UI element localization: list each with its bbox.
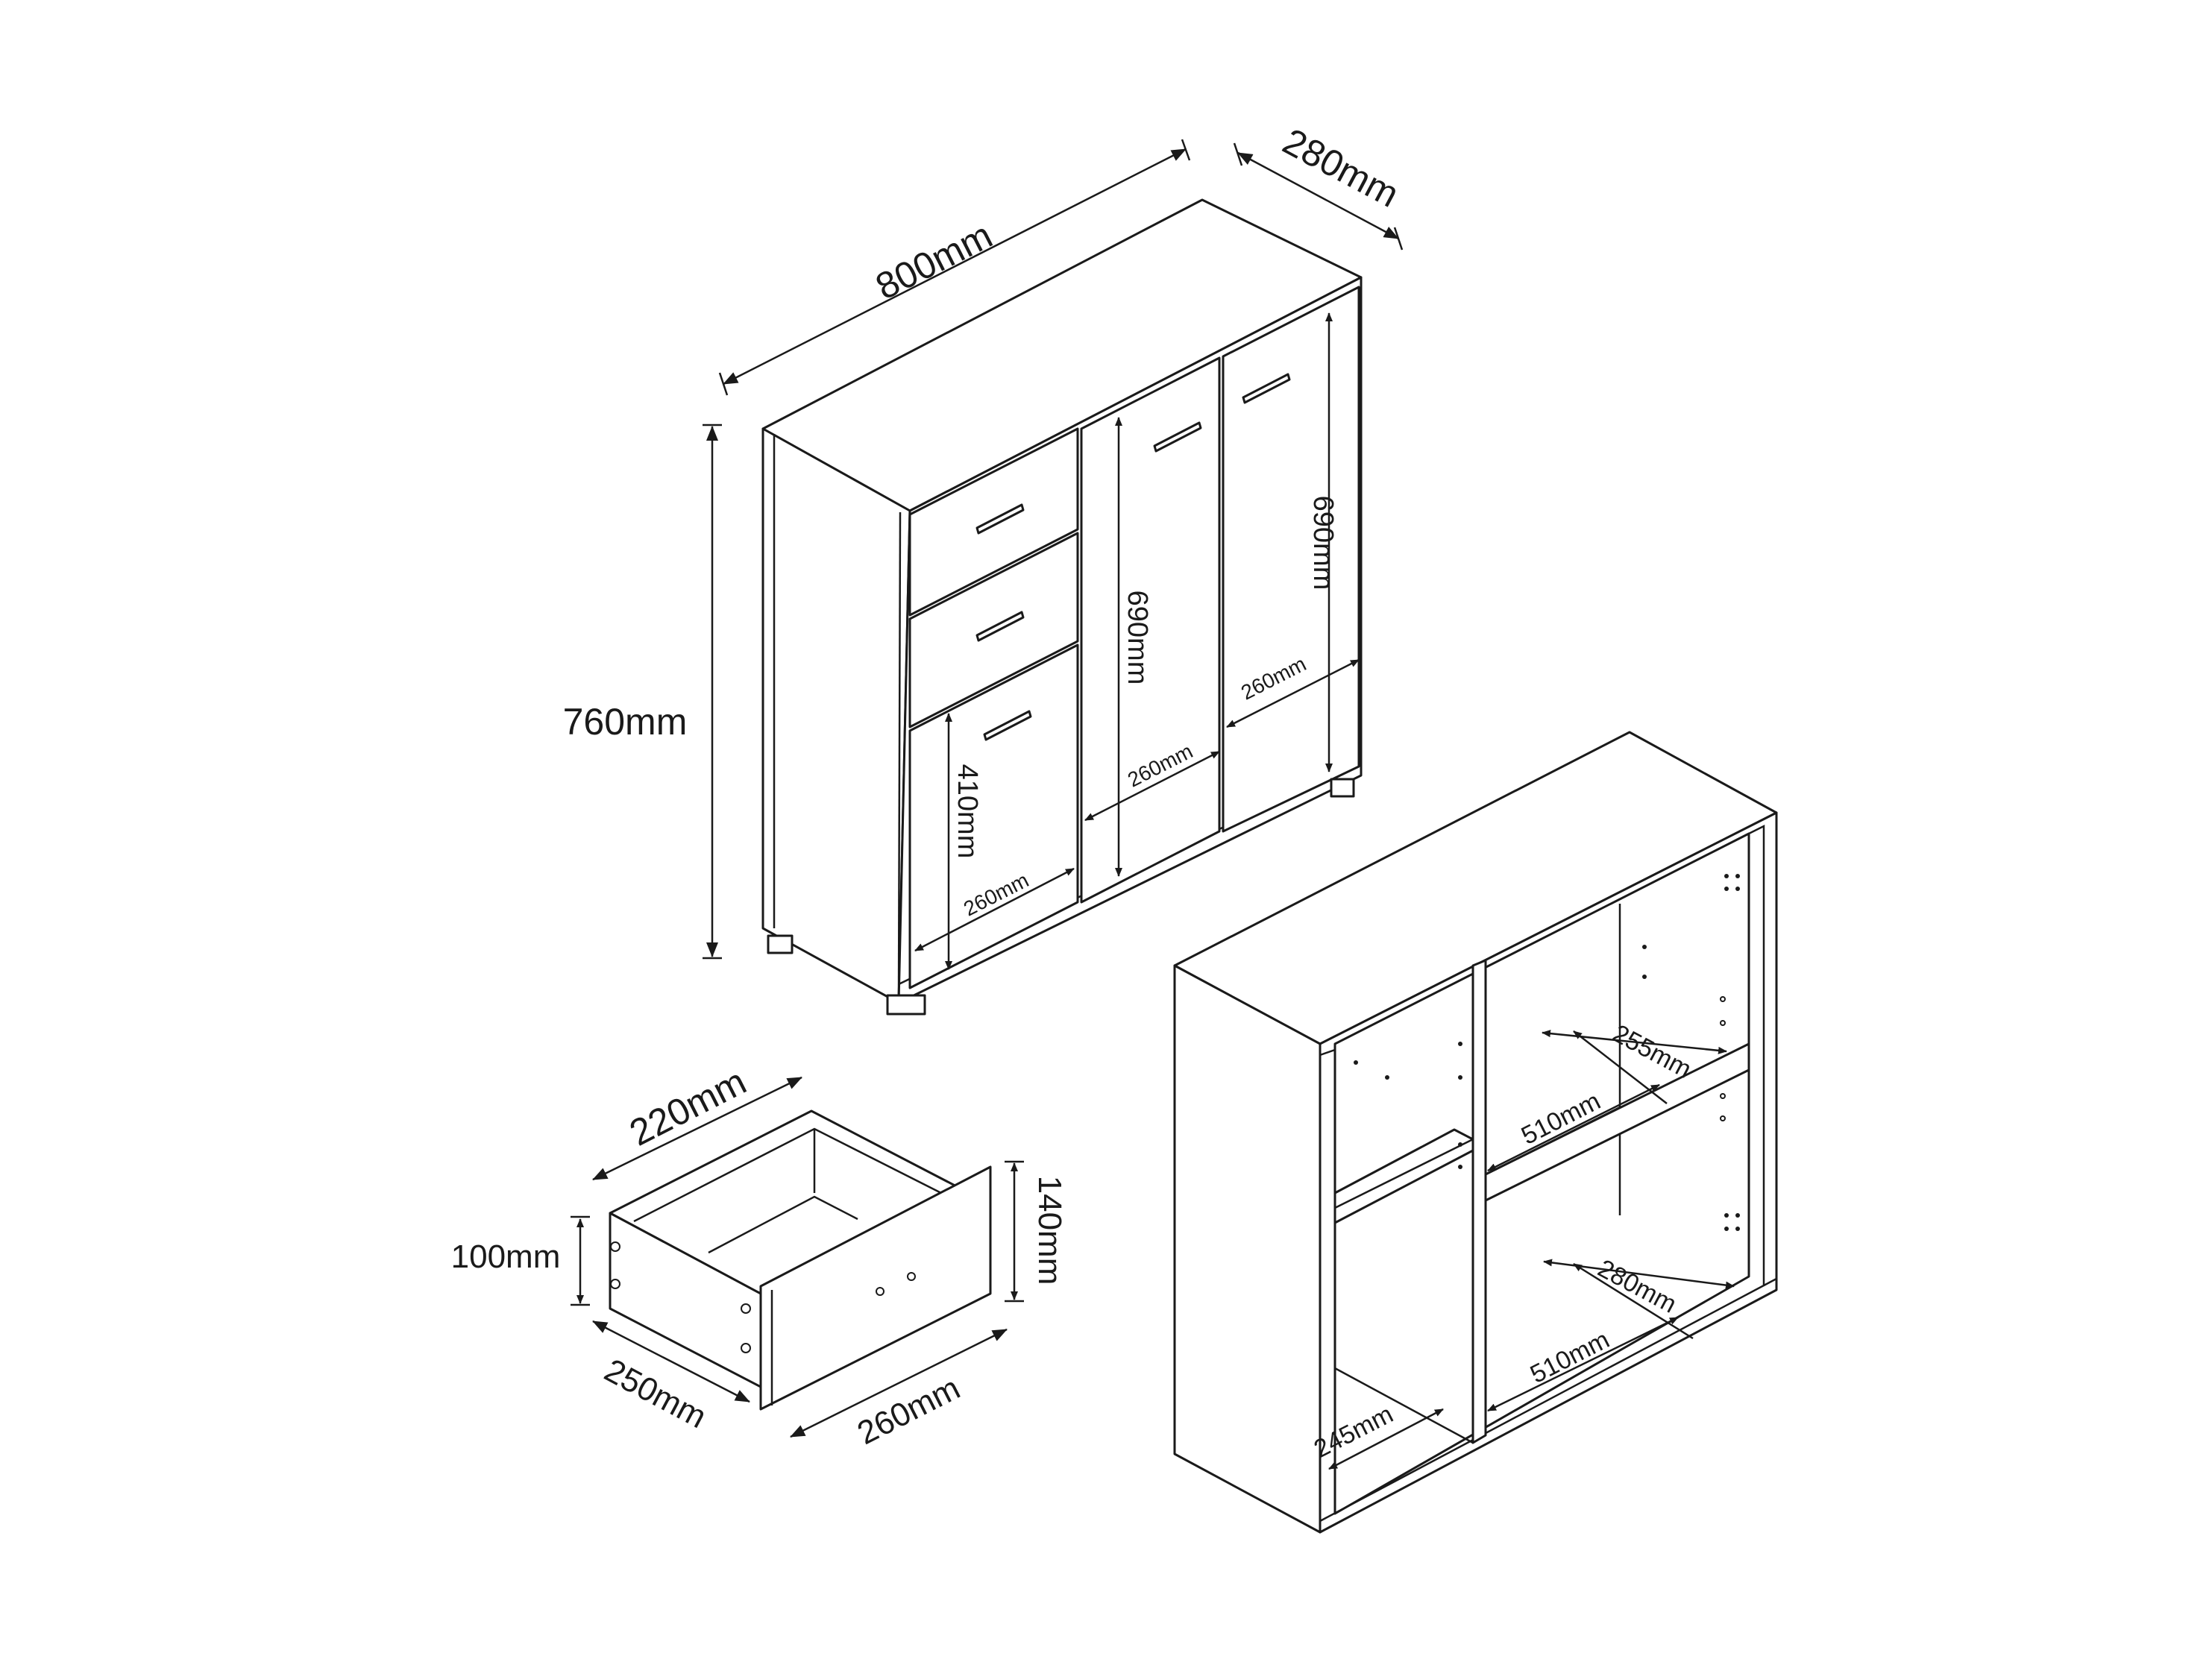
label-690mm-mid: 690mm <box>1122 591 1153 685</box>
label-760mm: 760mm <box>563 701 688 743</box>
left-door-handle <box>983 710 1032 741</box>
label-410mm: 410mm <box>952 764 983 859</box>
label-800mm: 800mm <box>869 214 999 308</box>
label-280mm: 280mm <box>1276 120 1406 215</box>
second-drawer-handle <box>975 611 1025 642</box>
top-drawer-handle <box>975 503 1025 535</box>
label-220mm: 220mm <box>623 1060 752 1154</box>
label-690mm-right: 690mm <box>1307 496 1339 591</box>
drawer-box <box>609 1109 992 1411</box>
cabinet-left-side <box>761 427 911 1004</box>
foot-left <box>767 934 794 954</box>
foot-front-left <box>886 994 926 1016</box>
vertical-divider <box>1471 959 1487 1444</box>
label-250mm: 250mm <box>599 1352 713 1435</box>
label-260mm-drawer: 260mm <box>852 1370 966 1452</box>
left-shelf <box>1333 1128 1474 1224</box>
open-carcass <box>1173 731 1778 1534</box>
dim-line-800 <box>723 148 1187 385</box>
dim-line-280 <box>1237 151 1399 240</box>
label-100mm: 100mm <box>451 1238 561 1275</box>
label-140mm: 140mm <box>1031 1176 1068 1285</box>
carcass-left-side <box>1173 964 1322 1534</box>
middle-door-handle <box>1153 421 1202 453</box>
foot-right <box>1330 778 1355 798</box>
closed-cabinet <box>761 198 1363 1016</box>
right-door-handle <box>1242 373 1291 404</box>
